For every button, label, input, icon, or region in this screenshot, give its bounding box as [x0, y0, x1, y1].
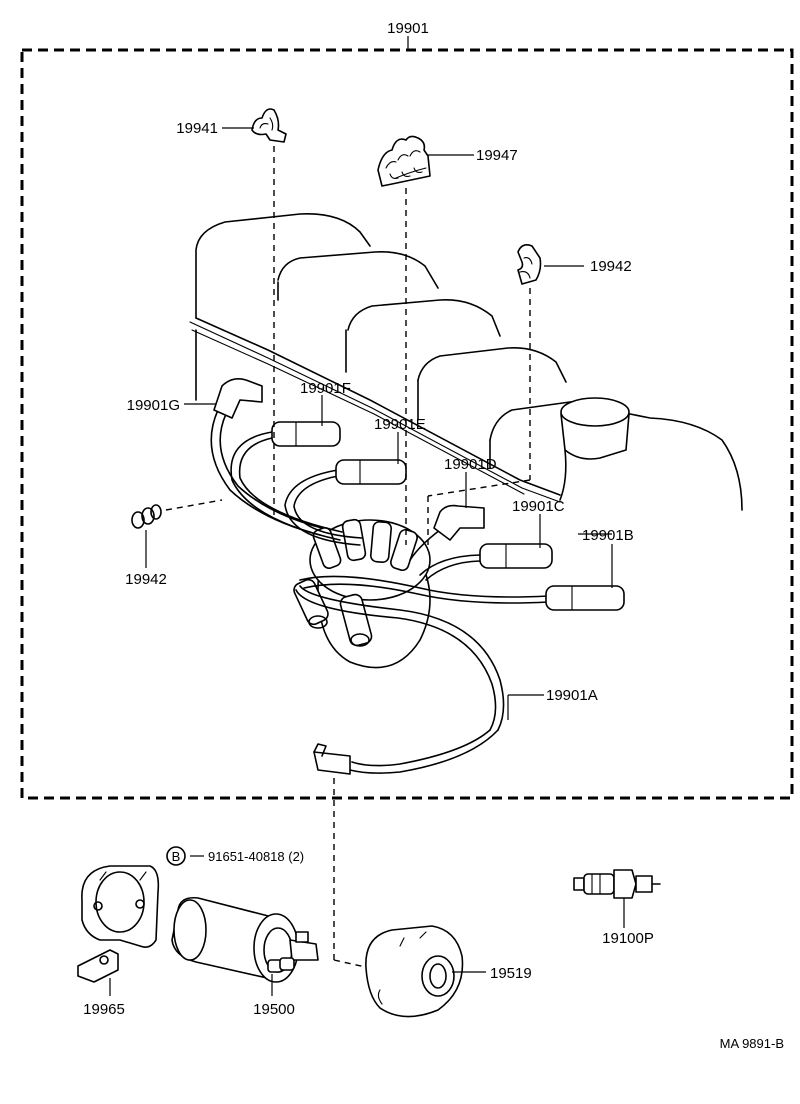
engine-head-cover — [189, 213, 743, 511]
label-coil-cover: 19519 — [490, 965, 532, 982]
coil-bracket — [77, 865, 160, 983]
label-cord-19901G: 19901G — [127, 397, 180, 414]
label-ignition-coil: 19500 — [253, 1001, 295, 1018]
label-coil-bracket: 19965 — [83, 1001, 125, 1018]
label-cord-19901B: 19901B — [582, 527, 634, 544]
label-bolt-part: 91651-40818 (2) — [208, 849, 304, 864]
clamp-19942-left — [131, 504, 162, 529]
clamp-19942-top — [517, 244, 542, 285]
label-cord-19901D: 19901D — [444, 456, 497, 473]
bolt-marker-letter: B — [172, 849, 181, 864]
leader-lines — [109, 127, 625, 996]
label-cord-19901E: 19901E — [374, 416, 426, 433]
label-drawing-ref: MA 9891-B — [720, 1036, 784, 1051]
spark-plug-cords — [210, 409, 549, 774]
label-clamp-19942-top: 19942 — [590, 258, 632, 275]
assembly-boundary — [20, 36, 794, 800]
assembly-lines — [165, 146, 531, 969]
spark-plug — [573, 869, 661, 899]
label-cord-19901F: 19901F — [300, 380, 351, 397]
label-clamp-19941: 19941 — [176, 120, 218, 137]
label-assembly-19901: 19901 — [387, 20, 429, 37]
label-clamp-19942-left: 19942 — [125, 571, 167, 588]
bolt-marker-group: B — [166, 846, 186, 866]
clamp-19947 — [377, 135, 431, 187]
coil-cover — [365, 925, 464, 1018]
label-cord-19901C: 19901C — [512, 498, 565, 515]
ignition-coil — [171, 896, 319, 983]
plug-boots — [213, 378, 625, 775]
label-cord-19901A: 19901A — [546, 687, 598, 704]
label-spark-plug: 19100P — [602, 930, 654, 947]
label-clamp-19947: 19947 — [476, 147, 518, 164]
clamp-19941 — [251, 108, 287, 143]
